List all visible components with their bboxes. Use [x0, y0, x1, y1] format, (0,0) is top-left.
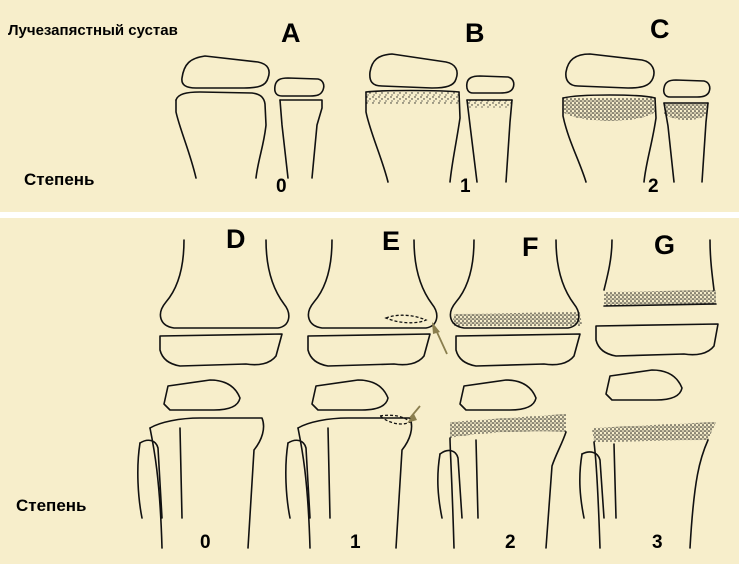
wrist-bones-b [366, 54, 514, 182]
knee-bones-g [580, 240, 718, 548]
knee-drawing [0, 218, 739, 564]
wrist-grade-2: 2 [648, 176, 659, 198]
letter-a: A [281, 18, 301, 49]
letter-g: G [654, 230, 675, 261]
wrist-grade-label: Степень [24, 170, 95, 190]
wrist-grade-1: 1 [460, 176, 471, 198]
knee-grade-label: Степень [16, 496, 87, 516]
wrist-bones-c [563, 54, 710, 182]
knee-grade-0: 0 [200, 532, 211, 554]
letter-e: E [382, 226, 400, 257]
wrist-grade-0: 0 [276, 176, 287, 198]
letter-c: C [650, 14, 670, 45]
knee-grade-1: 1 [350, 532, 361, 554]
knee-bones-f [438, 240, 582, 548]
knee-panel: D E F G Степень 0 1 2 3 [0, 218, 739, 564]
wrist-bones-a [176, 56, 324, 178]
knee-bones-d [138, 240, 289, 548]
knee-bones-e [286, 240, 447, 548]
letter-b: B [465, 18, 485, 49]
letter-f: F [522, 232, 539, 263]
letter-d: D [226, 224, 246, 255]
wrist-title: Лучезапястный сустав [8, 22, 178, 39]
wrist-panel: Лучезапястный сустав A B C Степень 0 1 2 [0, 0, 739, 212]
knee-grade-2: 2 [505, 532, 516, 554]
knee-grade-3: 3 [652, 532, 663, 554]
